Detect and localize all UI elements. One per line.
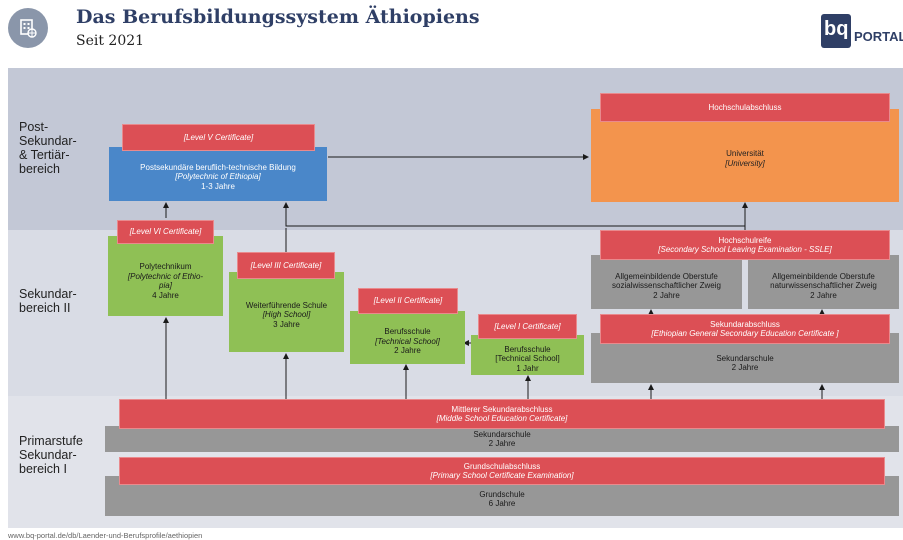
box-text: [Level VI Certificate] — [129, 227, 202, 237]
box-text: [Secondary School Leaving Examination - … — [658, 245, 832, 254]
box-sekundarschule-1: Sekundarschule 2 Jahre — [105, 426, 899, 452]
box-text: Weiterführende Schule — [245, 300, 328, 310]
cert-level-1: [Level I Certificate] — [478, 314, 577, 339]
cert-sekundarabschluss: Sekundarabschluss [Ethiopian General Sec… — [600, 314, 890, 344]
box-technical-school-1y: Berufsschule [Technical School] 1 Jahr — [471, 335, 584, 375]
box-text: 2 Jahre — [488, 439, 516, 448]
box-text: 1 Jahr — [516, 363, 539, 373]
source-link[interactable]: www.bq-portal.de/db/Laender-und-Berufspr… — [8, 531, 203, 540]
cert-grundschulabschluss: Grundschulabschluss [Primary School Cert… — [119, 457, 885, 485]
band-label-sek2: Sekundar- bereich II — [19, 287, 77, 315]
box-text: Hochschulabschluss — [708, 102, 782, 112]
box-text: Sekundarschule — [473, 429, 531, 439]
box-text: naturwissenschaftlicher Zweig — [770, 281, 877, 291]
box-text: 2 Jahre — [653, 290, 680, 300]
box-text: Polytechnikum — [139, 262, 192, 271]
cert-level-3: [Level III Certificate] — [237, 252, 335, 279]
building-icon — [8, 8, 48, 48]
box-technical-school-2y: Berufsschule [Technical School] 2 Jahre — [350, 311, 465, 364]
box-text: pia] — [159, 281, 172, 290]
box-high-school: Weiterführende Schule [High School] 3 Ja… — [229, 272, 344, 352]
box-polytechnikum: Polytechnikum [Polytechnic of Ethio- pia… — [108, 236, 223, 316]
building-icon-glyph — [20, 19, 37, 38]
box-text: Berufsschule — [384, 327, 431, 337]
box-text: Grundschulabschluss — [463, 461, 541, 471]
box-text: Berufsschule — [504, 344, 551, 354]
box-oberstufe-sozial: Allgemeinbildende Oberstufe sozialwissen… — [591, 255, 742, 309]
cert-level-2: [Level II Certificate] — [358, 288, 458, 314]
box-polytechnic-postsec: Postsekundäre beruflich-technische Bildu… — [109, 147, 327, 201]
band-label-post: Post- Sekundar- & Tertiär- bereich — [19, 120, 77, 176]
box-university: Universität [University] — [591, 109, 899, 202]
box-text: Allgemeinbildende Oberstufe — [615, 271, 718, 281]
arrow-hochschulreife-to-postsec — [283, 202, 746, 232]
cert-level-5: [Level V Certificate] — [122, 124, 315, 151]
bq-portal-logo: bq PORTAL — [821, 14, 903, 50]
cert-hochschulreife: Hochschulreife [Secondary School Leaving… — [600, 230, 890, 260]
box-text: [Ethiopian General Secondary Education C… — [651, 329, 839, 338]
page-subtitle: Seit 2021 — [76, 33, 145, 49]
box-text: [Level II Certificate] — [373, 296, 443, 306]
box-text: Grundschule — [479, 489, 525, 499]
logo-mark: bq — [821, 14, 851, 48]
box-oberstufe-natur: Allgemeinbildende Oberstufe naturwissens… — [748, 255, 899, 309]
box-text: 2 Jahre — [810, 290, 837, 300]
box-text: [Middle School Education Certificate] — [436, 414, 568, 423]
box-text: 1-3 Jahre — [201, 181, 235, 191]
box-text: 4 Jahre — [152, 290, 179, 300]
box-text: Allgemeinbildende Oberstufe — [772, 271, 875, 281]
logo-brand-text: PORTAL — [854, 29, 903, 44]
box-text: Universität — [726, 149, 764, 158]
band-label-prim: Primarstufe Sekundar- bereich I — [19, 434, 83, 476]
box-text: [Level V Certificate] — [183, 132, 254, 142]
box-text: 2 Jahre — [394, 346, 421, 356]
box-text: Sekundarabschluss — [710, 319, 780, 329]
cert-mittlerer-sekundarabschluss: Mittlerer Sekundarabschluss [Middle Scho… — [119, 399, 885, 429]
box-text: Mittlerer Sekundarabschluss — [451, 404, 553, 414]
box-text: Postsekundäre beruflich-technische Bildu… — [140, 162, 296, 172]
box-text: [Polytechnic of Ethio- — [127, 271, 204, 281]
box-text: [Level III Certificate] — [250, 260, 322, 270]
box-text: [Technical School] — [375, 336, 440, 346]
box-text: [University] — [725, 158, 765, 168]
box-text: 3 Jahre — [273, 319, 300, 329]
cert-level-6: [Level VI Certificate] — [117, 220, 214, 244]
box-text: [High School] — [262, 310, 311, 320]
box-text: [Technical School] — [495, 354, 560, 364]
box-text: [Polytechnic of Ethiopia] — [175, 172, 261, 182]
box-text: 2 Jahre — [731, 363, 759, 372]
box-text: Hochschulreife — [718, 235, 772, 245]
box-text: Sekundarschule — [716, 353, 774, 363]
box-text: 6 Jahre — [488, 499, 516, 508]
box-text: [Level I Certificate] — [494, 321, 561, 331]
cert-hochschulabschluss: Hochschulabschluss — [600, 93, 890, 122]
page-title: Das Berufsbildungssystem Äthiopiens — [76, 6, 480, 28]
box-text: sozialwissenschaftlicher Zweig — [612, 281, 721, 291]
logo-mark-text: bq — [824, 18, 849, 40]
box-text: [Primary School Certificate Examination] — [430, 471, 574, 480]
